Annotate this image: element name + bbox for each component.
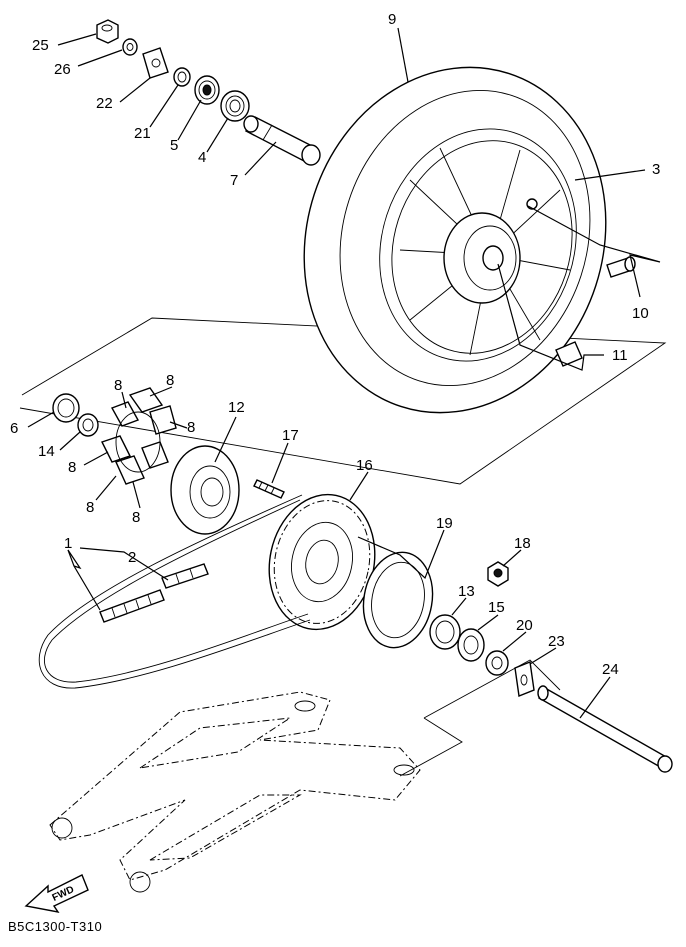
- callout-17: 17: [282, 427, 299, 444]
- bearing-6: [52, 393, 80, 423]
- nut-18: [487, 561, 509, 587]
- fwd-arrow-icon: FWD: [24, 874, 89, 913]
- callout-14: 14: [38, 443, 55, 460]
- chain-joint-2: [161, 563, 209, 589]
- callout-18: 18: [514, 535, 531, 552]
- callout-5: 5: [170, 137, 178, 154]
- callout-22: 22: [96, 95, 113, 112]
- bearing-5: [194, 75, 220, 105]
- drive-chain-1: [38, 494, 311, 689]
- callout-23: 23: [548, 633, 565, 650]
- drawing-code: B5C1300-T310: [8, 919, 103, 934]
- callout-2: 2: [128, 549, 136, 566]
- damper-8-set: [101, 387, 177, 485]
- clutch-hub-12: [170, 445, 240, 535]
- callout-8f: 8: [132, 509, 140, 526]
- callout-11: 11: [612, 347, 628, 364]
- plate-22: [142, 47, 169, 79]
- wheel-assembly-frame: [19, 317, 667, 485]
- callout-9: 9: [388, 11, 396, 28]
- callout-8c: 8: [187, 419, 195, 436]
- swingarm-link-frame: [399, 717, 463, 777]
- callout-8b: 8: [166, 372, 174, 389]
- swingarm: [49, 691, 421, 893]
- callout-16: 16: [356, 457, 373, 474]
- callout-labels: 25 26 22 21 5 4 7 9 3 10 11 6 14 8 8 8 8…: [10, 11, 660, 678]
- washer-26: [122, 38, 138, 56]
- balance-weight-11: [555, 341, 583, 367]
- callout-10: 10: [632, 305, 649, 322]
- callout-25: 25: [32, 37, 49, 54]
- nut-25: [96, 19, 119, 44]
- callout-21: 21: [134, 125, 151, 142]
- rear-axle-24: [537, 685, 673, 773]
- spacer-7: [243, 115, 321, 166]
- callout-6: 6: [10, 420, 18, 437]
- callout-8e: 8: [86, 499, 94, 516]
- collar-14: [77, 413, 99, 437]
- callout-12: 12: [228, 399, 245, 416]
- leader-lines: [27, 27, 661, 719]
- chain-section: [99, 589, 165, 623]
- callout-8d: 8: [68, 459, 76, 476]
- bearing-13: [429, 614, 461, 650]
- sprocket-cover-19: [362, 551, 434, 649]
- callout-1: 1: [64, 535, 72, 552]
- callout-4: 4: [198, 149, 206, 166]
- callout-7: 7: [230, 172, 238, 189]
- callout-20: 20: [516, 617, 533, 634]
- callout-15: 15: [488, 599, 505, 616]
- bearing-4: [220, 90, 250, 122]
- collar-20: [485, 650, 509, 676]
- callout-19: 19: [436, 515, 453, 532]
- collar-21: [173, 67, 191, 87]
- callout-24: 24: [602, 661, 619, 678]
- callout-13: 13: [458, 583, 475, 600]
- callout-8a: 8: [114, 377, 122, 394]
- stud-bolt-17: [253, 479, 285, 499]
- rear-wheel: [303, 66, 607, 414]
- callout-26: 26: [54, 61, 71, 78]
- callout-3: 3: [652, 161, 660, 178]
- oil-seal-15: [457, 628, 485, 662]
- adjuster-plate-23: [514, 661, 535, 697]
- axle-assembly-frame: [423, 659, 561, 719]
